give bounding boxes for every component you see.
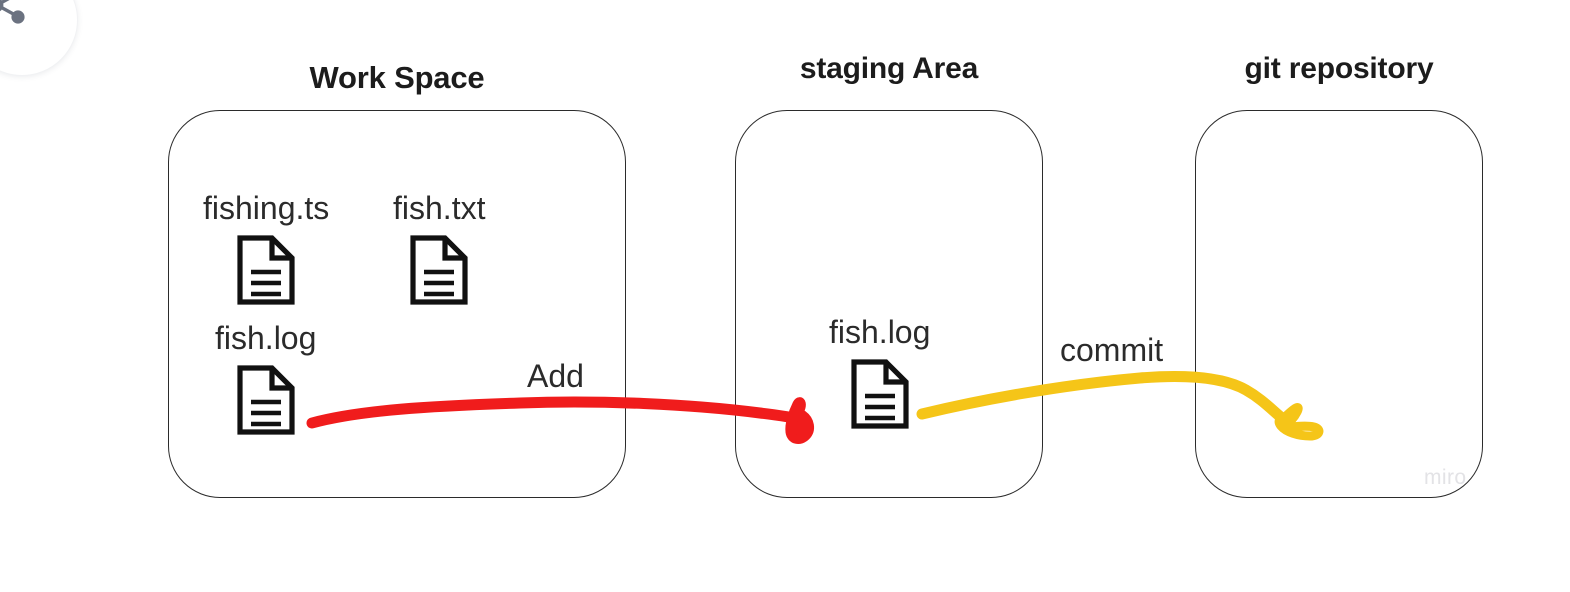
arrow-label-commit: commit xyxy=(1060,332,1164,368)
zone-title-staging-area: staging Area xyxy=(799,52,979,85)
zone-work-space[interactable] xyxy=(168,110,626,498)
zone-git-repository[interactable] xyxy=(1195,110,1483,498)
arrow-label-add: Add xyxy=(527,358,584,394)
share-icon xyxy=(0,0,29,27)
document-icon xyxy=(236,364,296,441)
share-button[interactable] xyxy=(0,0,78,76)
file-label: fish.log xyxy=(829,314,931,350)
file-label: fishing.ts xyxy=(203,190,330,226)
zone-title-git-repository: git repository xyxy=(1244,52,1434,85)
zone-title-work-space: Work Space xyxy=(309,60,485,95)
zone-staging-area[interactable] xyxy=(735,110,1043,498)
document-icon xyxy=(236,234,296,311)
file-item-fishing-ts[interactable]: fishing.ts xyxy=(203,192,329,311)
file-item-fish-log[interactable]: fish.log xyxy=(215,322,316,441)
file-label: fish.log xyxy=(215,320,317,356)
file-label: fish.txt xyxy=(393,190,486,226)
document-icon xyxy=(409,234,469,311)
miro-watermark: miro xyxy=(1424,466,1467,489)
file-item-staging-fish-log[interactable]: fish.log xyxy=(829,316,930,435)
file-item-fish-txt[interactable]: fish.txt xyxy=(393,192,485,311)
document-icon xyxy=(850,358,910,435)
